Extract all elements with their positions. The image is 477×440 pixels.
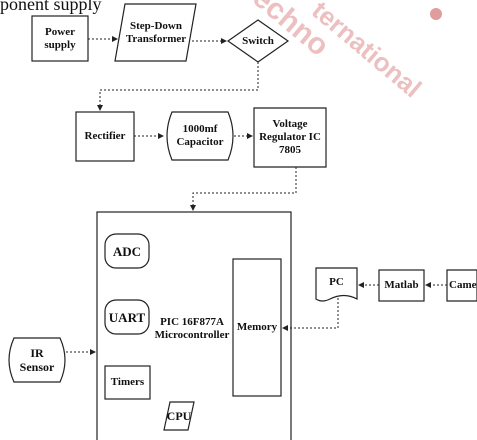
pc-shape: [315, 267, 358, 302]
voltage-regulator-shape: [253, 107, 327, 168]
adc-box: [104, 233, 150, 269]
header-text: ponent supply: [0, 0, 102, 14]
transformer-shape: [114, 3, 197, 62]
power-supply-box: [31, 15, 89, 62]
matlab-box: [378, 269, 425, 302]
rectifier-box: [75, 111, 135, 162]
timers-box: [104, 365, 151, 400]
switch-diamond: [226, 19, 290, 63]
connector-switch-rectifier: [97, 62, 259, 111]
uart-box: [104, 299, 150, 335]
ir-sensor-shape: [8, 337, 66, 383]
connector-pc-memory: [282, 298, 339, 331]
capacitor-shape: [166, 111, 234, 161]
camera-shape: [446, 269, 477, 302]
memory-box: [232, 258, 282, 397]
watermark-logo-icon: [430, 8, 442, 20]
cpu-shape: [163, 401, 195, 431]
connector-regulator-microcontroller: [190, 167, 297, 211]
